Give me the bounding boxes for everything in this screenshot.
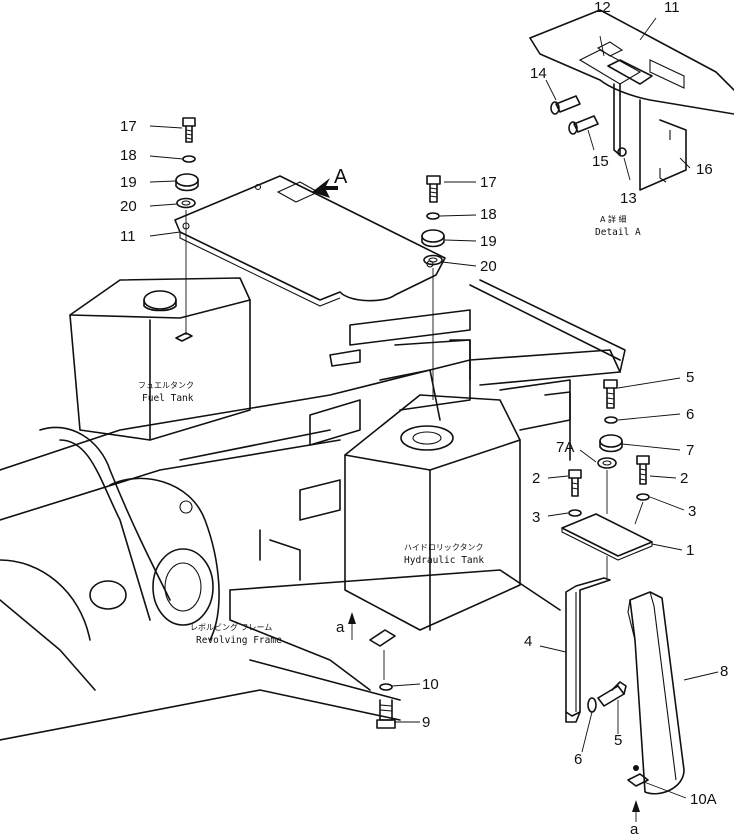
fuel-tank-label-jp: フュエルタンク: [138, 381, 194, 390]
callout-7: 7: [686, 442, 694, 459]
view-a-arrow: [312, 178, 338, 198]
cover-8: [587, 591, 685, 822]
bracket-assembly: [561, 379, 653, 723]
fuel-tank-label-en: Fuel Tank: [142, 393, 194, 404]
callout-18-left: 18: [120, 147, 137, 164]
callout-16: 16: [696, 161, 713, 178]
callout-4: 4: [524, 633, 532, 650]
clip-9-10: [348, 612, 396, 729]
callout-2-right: 2: [680, 470, 688, 487]
callout-10: 10: [422, 676, 439, 693]
hydraulic-tank-label-en: Hydraulic Tank: [404, 555, 484, 566]
callout-6-top: 6: [686, 406, 694, 423]
right-bolt-stack: [421, 175, 445, 400]
revolving-frame-label-jp: レボルビング フレーム: [190, 622, 272, 632]
callout-18-right: 18: [480, 206, 497, 223]
callout-17-right: 17: [480, 174, 497, 191]
callout-15: 15: [592, 153, 609, 170]
callout-13: 13: [620, 190, 637, 207]
callout-3-left: 3: [532, 509, 540, 526]
callout-14: 14: [530, 65, 547, 82]
callout-3-right: 3: [688, 503, 696, 520]
left-bolt-stack: [175, 117, 199, 342]
callout-6-bottom: 6: [574, 751, 582, 768]
cover-plate-11: [174, 175, 446, 307]
callout-11-left: 11: [120, 228, 136, 245]
callout-7a: 7A: [556, 439, 574, 456]
callout-5-bottom: 5: [614, 732, 622, 749]
revolving-frame-label-en: Revolving Frame: [196, 635, 282, 646]
hydraulic-tank-label-jp: ハイドロリックタンク: [404, 543, 484, 552]
hydraulic-tank: [344, 394, 521, 631]
detail-a-label-en: Detail A: [595, 227, 641, 238]
leader-lines: [149, 17, 719, 799]
callout-9: 9: [422, 714, 430, 731]
callout-19-right: 19: [480, 233, 497, 250]
callout-1: 1: [686, 542, 694, 559]
callout-numbers: 17 18 19 20 11 17 18 19 20 5 6 7 7A 2 2 …: [120, 0, 728, 808]
callout-5-top: 5: [686, 369, 694, 386]
arrow-a-left-label: a: [336, 619, 345, 636]
detail-a-label-jp: A 詳 細: [600, 214, 627, 224]
callout-12: 12: [594, 0, 611, 16]
callout-20-left: 20: [120, 198, 137, 215]
callout-20-right: 20: [480, 258, 497, 275]
callout-8: 8: [720, 663, 728, 680]
fuel-tank: [69, 277, 251, 441]
revolving-frame: [0, 279, 626, 741]
detail-a: [529, 9, 734, 191]
text-labels: A フュエルタンク Fuel Tank ハイドロリックタンク Hydraulic…: [138, 166, 641, 836]
callout-10a: 10A: [690, 791, 717, 808]
callout-2-left: 2: [532, 470, 540, 487]
callout-11-detail: 11: [664, 0, 680, 16]
view-a-label: A: [334, 166, 348, 188]
callout-17-left: 17: [120, 118, 137, 135]
callout-19-left: 19: [120, 174, 137, 191]
arrow-a-bottom-label: a: [630, 821, 639, 836]
